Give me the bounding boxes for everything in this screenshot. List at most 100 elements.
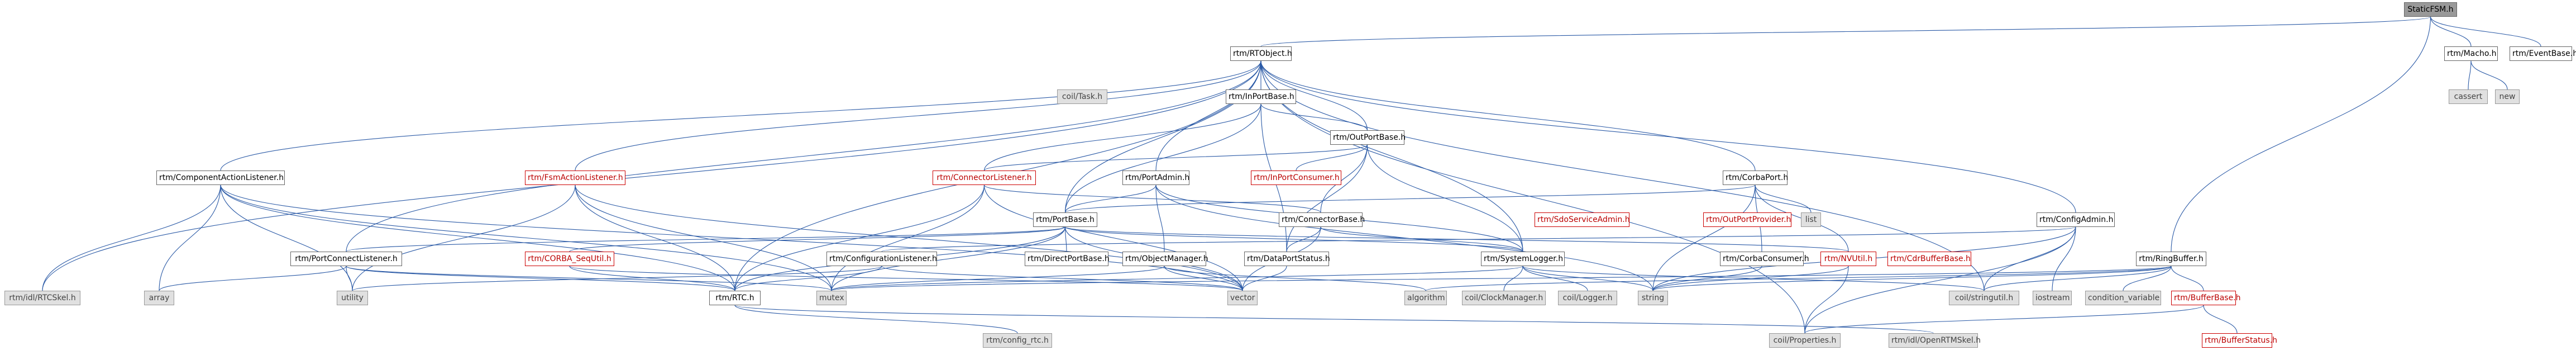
node-corbaconsumer[interactable]: rtm/CorbaConsumer.h	[1720, 252, 1809, 266]
edge-staticfsm-eventbase	[2430, 16, 2541, 47]
edge-connectorlistener-vector	[983, 184, 1243, 291]
edge-ringbuffer-condvar	[2123, 266, 2172, 291]
node-string[interactable]: string	[1638, 291, 1668, 305]
edge-rtobject-portadmin	[1155, 60, 1261, 171]
node-macho[interactable]: rtm/Macho.h	[2444, 46, 2498, 61]
node-portadmin[interactable]: rtm/PortAdmin.h	[1122, 171, 1189, 185]
edge-portconnectlistener-utility	[346, 266, 353, 291]
edge-rtc-configrtc	[734, 305, 1018, 334]
node-fsmactionlistener[interactable]: rtm/FsmActionListener.h	[525, 171, 625, 185]
node-connectorlistener[interactable]: rtm/ConnectorListener.h	[933, 171, 1036, 185]
node-inportbase[interactable]: rtm/InPortBase.h	[1226, 89, 1296, 104]
node-openrtmskel[interactable]: rtm/idl/OpenRTMSkel.h	[1889, 333, 1981, 348]
node-iostream[interactable]: iostream	[2033, 291, 2072, 305]
edge-componentactionlistener-idlrtcskel	[42, 184, 221, 291]
node-configrtc[interactable]: rtm/config_rtc.h	[983, 333, 1052, 348]
node-componentactionlistener[interactable]: rtm/ComponentActionListener.h	[156, 171, 285, 185]
edge-ringbuffer-algorithm	[1425, 266, 2172, 291]
edge-portconnectlistener-mutex	[346, 266, 832, 291]
node-rtobject[interactable]: rtm/RTObject.h	[1230, 46, 1292, 61]
node-bufferbase[interactable]: rtm/BufferBase.h	[2171, 291, 2241, 305]
node-list[interactable]: list	[1801, 212, 1821, 227]
node-systemlogger[interactable]: rtm/SystemLogger.h	[1481, 252, 1565, 266]
node-clockmanager[interactable]: coil/ClockManager.h	[1462, 291, 1546, 305]
edge-componentactionlistener-rtc	[220, 184, 735, 291]
node-portbase[interactable]: rtm/PortBase.h	[1033, 212, 1097, 227]
edge-configadmin-properties	[1804, 226, 2076, 334]
edge-ringbuffer-mutex	[831, 266, 2172, 291]
edge-macho-new	[2470, 60, 2508, 90]
node-objectmanager[interactable]: rtm/ObjectManager.h	[1122, 252, 1208, 266]
node-corbaseqlist[interactable]: rtm/CORBA_SeqUtil.h	[525, 252, 614, 266]
edge-portbase-nvutil	[1064, 226, 1849, 252]
edge-fsmactionlistener-utility	[352, 184, 576, 291]
edge-systemlogger-coillogger	[1522, 266, 1588, 291]
node-staticfsm[interactable]: StaticFSM.h	[2404, 2, 2457, 17]
edge-rtobject-componentactionlistener	[220, 60, 1261, 171]
node-outportprovider[interactable]: rtm/OutPortProvider.h	[1703, 212, 1791, 227]
node-dataportstatus[interactable]: rtm/DataPortStatus.h	[1244, 252, 1330, 266]
edge-configadmin-stringutil	[1984, 226, 2076, 291]
node-outportbase[interactable]: rtm/OutPortBase.h	[1330, 130, 1406, 145]
node-utility[interactable]: utility	[337, 291, 368, 305]
node-cassert[interactable]: cassert	[2449, 89, 2488, 104]
edge-staticfsm-ringbuffer	[2171, 16, 2431, 252]
edge-portbase-mutex	[831, 226, 1066, 291]
edge-dataportstatus-vector	[1242, 266, 1287, 291]
edge-ringbuffer-bufferbase	[2171, 266, 2204, 291]
node-portconnectlistener[interactable]: rtm/PortConnectListener.h	[290, 252, 402, 266]
node-inportconsumer[interactable]: rtm/InPortConsumer.h	[1251, 171, 1341, 185]
edge-corbaseqlist-vector	[569, 266, 1243, 291]
edge-inportbase-connectorlistener	[983, 103, 1261, 171]
node-properties[interactable]: coil/Properties.h	[1769, 333, 1841, 348]
node-idlrtcskel[interactable]: rtm/idl/RTCSkel.h	[4, 291, 80, 305]
node-coillogger[interactable]: coil/Logger.h	[1558, 291, 1617, 305]
node-vector[interactable]: vector	[1227, 291, 1258, 305]
edge-objectmanager-mutex	[831, 266, 1165, 291]
edge-nvutil-properties	[1804, 266, 1849, 334]
edge-rtobject-fsmactionlistener	[575, 60, 1261, 171]
edge-componentactionlistener-vector	[220, 184, 1243, 291]
edge-rtobject-stringutil	[1260, 60, 1985, 291]
node-configadmin[interactable]: rtm/ConfigAdmin.h	[2037, 212, 2115, 227]
node-new[interactable]: new	[2495, 89, 2520, 104]
node-rtc[interactable]: rtm/RTC.h	[709, 291, 761, 305]
edge-inportbase-outportbase	[1260, 103, 1368, 131]
node-stringutil[interactable]: coil/stringutil.h	[1949, 291, 2019, 305]
edge-portbase-directportbase	[1064, 226, 1067, 252]
node-mutex[interactable]: mutex	[816, 291, 847, 305]
edge-fsmactionlistener-vector	[575, 184, 1243, 291]
node-configurationlistener[interactable]: rtm/ConfigurationListener.h	[826, 252, 937, 266]
node-sdoserviceadmin[interactable]: rtm/SdoServiceAdmin.h	[1535, 212, 1630, 227]
edge-corbaseqlist-rtc	[569, 266, 735, 291]
node-cdrbufferbase[interactable]: rtm/CdrBufferBase.h	[1887, 252, 1971, 266]
edge-corbaport-string	[1652, 184, 1756, 291]
edge-outportbase-inportconsumer	[1296, 144, 1368, 171]
edge-macho-cassert	[2468, 60, 2472, 90]
edge-objectmanager-vector	[1164, 266, 1243, 291]
node-bufferstatus[interactable]: rtm/BufferStatus.h	[2202, 333, 2277, 348]
edge-staticfsm-macho	[2430, 16, 2472, 47]
edge-corbaconsumer-string	[1652, 266, 1762, 291]
edge-configadmin-configurationlistener	[881, 226, 2076, 252]
node-condvar[interactable]: condition_variable	[2085, 291, 2161, 305]
node-algorithm[interactable]: algorithm	[1404, 291, 1447, 305]
node-array[interactable]: array	[144, 291, 174, 305]
edge-rtobject-corbaport	[1260, 60, 1756, 171]
node-nvutil[interactable]: rtm/NVUtil.h	[1820, 252, 1876, 266]
node-corbaport[interactable]: rtm/CorbaPort.h	[1723, 171, 1788, 185]
edge-bufferbase-bufferstatus	[2203, 305, 2238, 334]
node-ringbuffer[interactable]: rtm/RingBuffer.h	[2136, 252, 2206, 266]
node-directportbase[interactable]: rtm/DirectPortBase.h	[1025, 252, 1110, 266]
edge-corbaport-list	[1755, 184, 1812, 213]
edge-rtobject-outportbase	[1260, 60, 1368, 131]
edge-objectmanager-algorithm	[1164, 266, 1426, 291]
node-eventbase[interactable]: rtm/EventBase.h	[2510, 46, 2576, 61]
edge-portadmin-objectmanager	[1155, 184, 1165, 252]
node-coiltask[interactable]: coil/Task.h	[1057, 89, 1107, 104]
edge-corbaport-portbase	[1064, 184, 1756, 213]
edge-connectorlistener-rtc	[734, 184, 985, 291]
node-connectorbase[interactable]: rtm/ConnectorBase.h	[1279, 212, 1365, 227]
edge-portadmin-portbase	[1064, 184, 1156, 213]
